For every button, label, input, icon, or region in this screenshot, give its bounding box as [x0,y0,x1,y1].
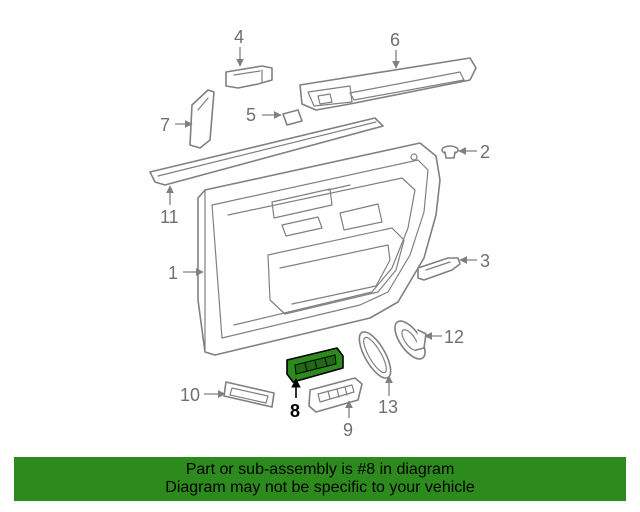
part-9-window-switch [308,377,363,413]
callout-13: 13 [378,397,398,417]
part-7-applique [189,89,215,149]
part-6-armrest [299,57,477,111]
part-11-weatherstrip [149,117,384,186]
parts-diagram: 1 2 3 4 5 6 7 8 9 10 11 12 13 [149,27,490,440]
callout-2: 2 [480,142,490,162]
part-12-speaker [394,320,427,360]
part-5-bezel [282,109,303,126]
part-10-courtesy-lamp [223,381,275,408]
part-3-pull-handle [417,257,461,281]
part-4-inside-handle [225,65,273,89]
callout-3: 3 [480,251,490,271]
callout-11: 11 [160,207,179,227]
callout-8: 8 [290,401,300,421]
callout-7: 7 [160,115,170,135]
banner-line-2: Diagram may not be specific to your vehi… [165,479,475,496]
part-2-push-pin [441,145,459,159]
part-1-door-trim-panel [197,142,441,356]
callout-1: 1 [168,263,178,283]
part-13-speaker-grille [358,331,392,379]
callout-12: 12 [444,327,464,347]
callout-10: 10 [180,385,200,405]
callout-5: 5 [246,105,256,125]
callout-6: 6 [390,30,400,50]
info-banner: Part or sub-assembly is #8 in diagram Di… [14,457,626,501]
callout-9: 9 [343,420,353,440]
callout-4: 4 [234,27,244,47]
banner-line-1: Part or sub-assembly is #8 in diagram [185,461,455,478]
part-8-master-switch [286,347,344,383]
